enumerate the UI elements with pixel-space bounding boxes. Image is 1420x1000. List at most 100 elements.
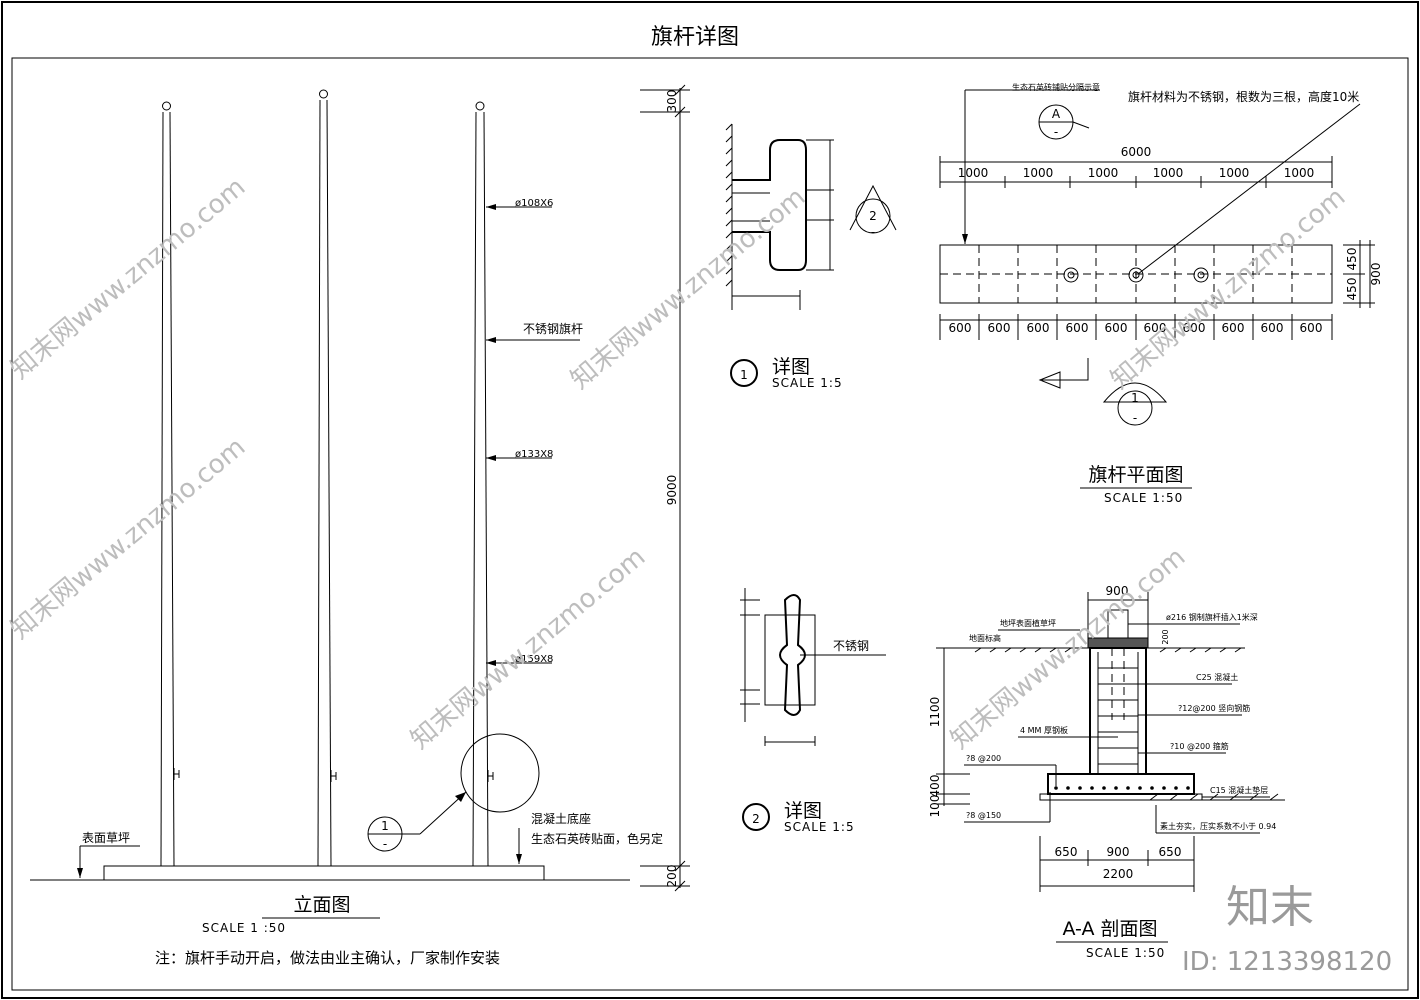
watermark-text-1: 知末网www.znzmo.com [5,172,251,385]
drawing-title: 旗杆详图 [651,25,739,50]
elevation-title: 立面图 [293,894,350,916]
label-section-rebar1: ?12@200 竖向钢筋 [1178,703,1250,713]
detail-2-view: 不锈钢 2 详图 SCALE 1:5 [740,588,886,834]
svg-text:1: 1 [740,368,748,382]
svg-text:A: A [1052,107,1061,121]
detail-1-bracket [732,139,807,271]
svg-text:2: 2 [752,812,760,826]
label-pipe-mid: ø133X8 [515,449,553,460]
detail-1-section-marker [855,198,891,234]
concrete-base [103,865,545,881]
detail-2-number-circle [742,803,770,831]
label-pipe-bottom: ø159X8 [515,654,553,665]
svg-text:1000: 1000 [1219,166,1250,180]
label-section-grass: 地坪表面植草坪 [1000,618,1056,628]
svg-text:1000: 1000 [958,166,989,180]
plan-pole-1 [1063,267,1079,283]
watermark-brand: 知末 [1226,882,1314,933]
svg-text:600: 600 [1144,321,1167,335]
flagpole-center [317,89,337,867]
svg-text:1000: 1000 [1023,166,1054,180]
label-grass: 表面草坪 [82,831,130,845]
label-section-steel: ø216 钢制旗杆插入1米深 [1166,612,1258,622]
plan-pole-2 [1128,267,1144,283]
svg-text:2200: 2200 [1103,867,1134,881]
svg-text:-: - [1133,411,1137,425]
svg-text:600: 600 [1183,321,1206,335]
label-section-soil: 素土夯实，压实系数不小于 0.94 [1160,821,1276,831]
svg-text:900: 900 [1107,845,1130,859]
watermark-text-4: 知末网www.znzmo.com [5,432,251,645]
plan-note-material: 旗杆材料为不锈钢，根数为三根，高度10米 [1128,89,1359,104]
inner-frame [11,57,1409,991]
svg-text:600: 600 [1261,321,1284,335]
svg-text:650: 650 [1159,845,1182,859]
section-title: A-A 剖面图 [1062,918,1157,940]
label-pipe-top: ø108X6 [515,198,553,209]
svg-text:900: 900 [1106,584,1129,598]
svg-text:600: 600 [1222,321,1245,335]
svg-text:-: - [1054,125,1058,139]
svg-text:-: - [383,837,387,851]
svg-text:600: 600 [1066,321,1089,335]
plan-view: 旗杆材料为不锈钢，根数为三根，高度10米 生态石英砖铺贴分隔示意 A - 600… [939,82,1383,505]
plan-total-dim: 6000 [1121,145,1152,159]
svg-text:600: 600 [988,321,1011,335]
label-section-rebar3: ?8 @200 [966,754,1001,763]
svg-text:900: 900 [1369,263,1383,286]
label-base-1: 混凝土底座 [531,811,591,826]
plan-title: 旗杆平面图 [1088,464,1183,486]
elevation-scale: SCALE 1 :50 [202,921,286,935]
svg-text:600: 600 [1027,321,1050,335]
svg-text:450: 450 [1345,278,1359,301]
watermark-id: ID: 1213398120 [1182,947,1392,977]
svg-text:200: 200 [665,865,679,888]
detail-1-scale: SCALE 1:5 [772,376,843,390]
label-section-c25: C25 混凝土 [1196,672,1238,682]
plan-pole-3 [1193,267,1209,283]
svg-text:1: 1 [1131,391,1139,405]
label-pole-material: 不锈钢旗杆 [523,321,583,336]
flagpole-left [160,101,180,867]
svg-text:200: 200 [1161,629,1170,644]
svg-text:1000: 1000 [1284,166,1315,180]
flagpole-right [472,101,494,867]
section-footing [1047,773,1195,795]
svg-text:2: 2 [869,209,877,223]
general-note: 注：旗杆手动开启，做法由业主确认，厂家制作安装 [155,949,500,967]
elevation-view: ø108X6 不锈钢旗杆 ø133X8 ø159X8 1 - 表面草坪 混凝土底… [30,84,690,935]
detail-callout-circle [460,733,540,813]
svg-text:9000: 9000 [665,475,679,506]
plan-marker-1 [1117,390,1153,426]
detail-1-title: 详图 [772,356,810,378]
plan-note-tile: 生态石英砖铺贴分隔示意 [1012,82,1100,92]
svg-text:-: - [871,225,875,239]
detail-2-scale: SCALE 1:5 [784,820,855,834]
detail-2-title: 详图 [784,800,822,822]
detail-2-bracket [779,594,806,716]
svg-text:100: 100 [928,795,942,818]
detail-1-number-circle [730,359,758,387]
plan-scale: SCALE 1:50 [1104,491,1183,505]
svg-text:600: 600 [1300,321,1323,335]
svg-text:300: 300 [665,90,679,113]
section-scale: SCALE 1:50 [1086,946,1165,960]
section-view: 900 200 [928,584,1285,960]
svg-text:600: 600 [1105,321,1128,335]
svg-text:1000: 1000 [1153,166,1184,180]
label-section-ground: 地面标高 [969,633,1001,643]
elevation-dimensions: 300 9000 200 [640,84,690,892]
svg-text:450: 450 [1345,248,1359,271]
detail-1-view: 2 - 1 详图 SCALE 1:5 [725,123,897,390]
watermark-text-3: 知末网www.znzmo.com [1105,182,1351,395]
watermark-text-5: 知末网www.znzmo.com [405,542,651,755]
svg-text:1100: 1100 [928,697,942,728]
watermark-text-6: 知末网www.znzmo.com [945,542,1191,755]
watermark-layer: 知末网www.znzmo.com 知末网www.znzmo.com 知末网www… [5,172,1392,977]
label-stainless: 不锈钢 [833,639,869,653]
svg-text:600: 600 [949,321,972,335]
svg-text:650: 650 [1055,845,1078,859]
label-section-c15: C15 混凝土垫层 [1210,785,1268,795]
